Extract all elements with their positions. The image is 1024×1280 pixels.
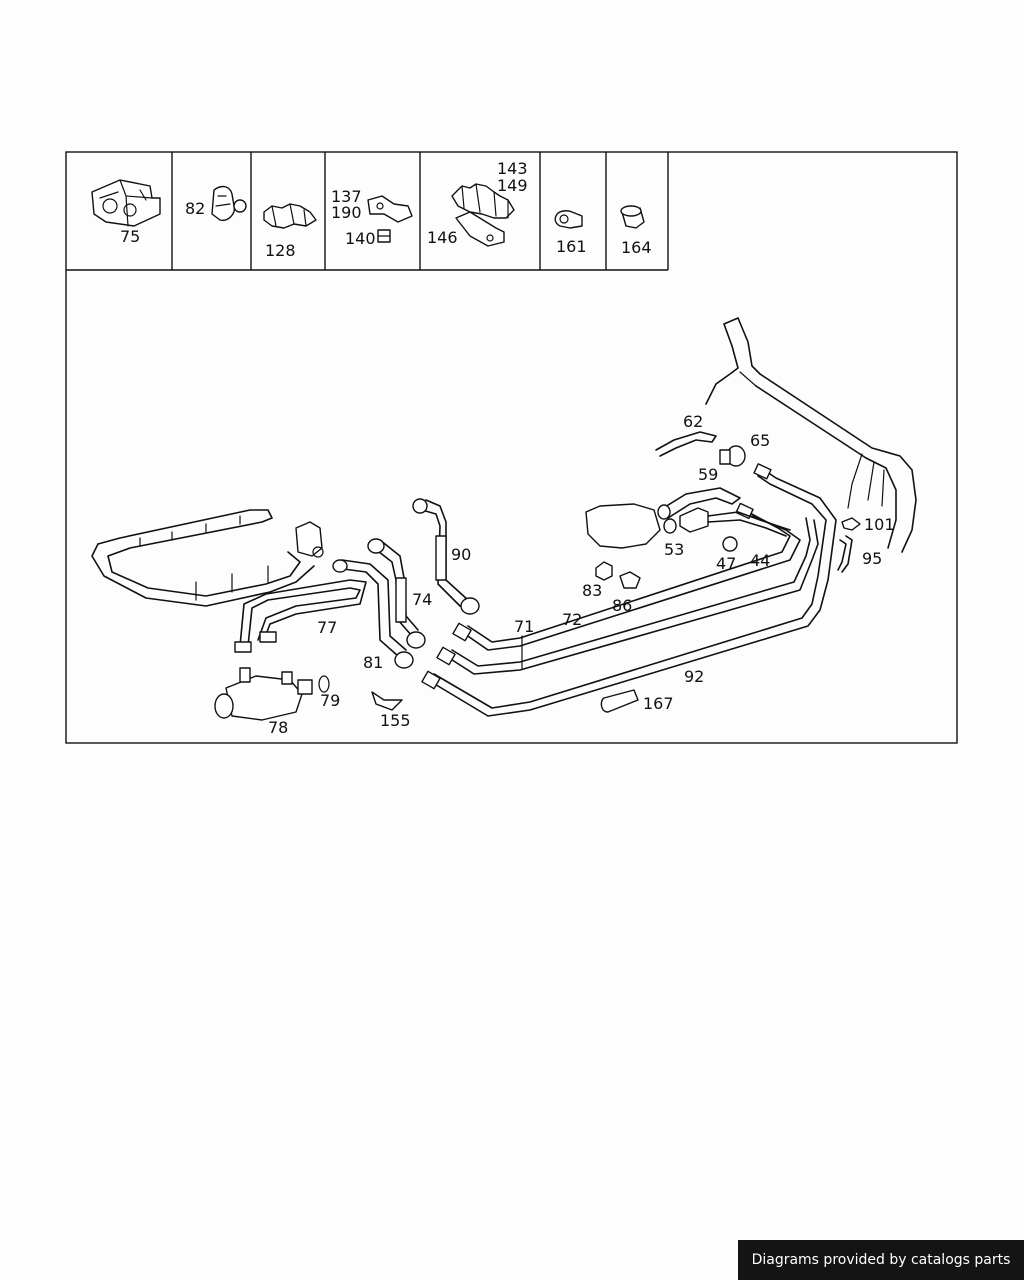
part-label-92: 92 bbox=[684, 667, 704, 686]
part-label-128: 128 bbox=[265, 241, 296, 260]
hose-95 bbox=[837, 535, 853, 573]
inset-parts-row bbox=[66, 152, 669, 271]
part-label-71: 71 bbox=[514, 617, 534, 636]
part-label-155: 155 bbox=[380, 711, 411, 730]
fuel-rail-loop bbox=[91, 509, 315, 607]
connector-101 bbox=[841, 517, 861, 531]
clip-143-149-drawing bbox=[451, 183, 515, 219]
part-label-59: 59 bbox=[698, 465, 718, 484]
credit-banner: Diagrams provided by catalogs parts bbox=[738, 1240, 1024, 1280]
part-label-167: 167 bbox=[643, 694, 674, 713]
accumulator-59 bbox=[585, 487, 741, 549]
fuel-line-81 bbox=[332, 559, 414, 669]
clip-128-drawing bbox=[263, 203, 317, 229]
part-label-101: 101 bbox=[864, 515, 895, 534]
bracket-137-190-drawing bbox=[367, 195, 413, 223]
fuel-lines-71-72 bbox=[436, 511, 819, 675]
bracket-155 bbox=[371, 691, 403, 711]
fuel-line-90 bbox=[412, 498, 480, 615]
part-label-90: 90 bbox=[451, 545, 471, 564]
part-label-137: 137 bbox=[331, 187, 362, 206]
part-label-78: 78 bbox=[268, 718, 288, 737]
part-label-146: 146 bbox=[427, 228, 458, 247]
part-label-164: 164 bbox=[621, 238, 652, 257]
fuel-pump-78 bbox=[214, 667, 313, 721]
part-label-82: 82 bbox=[185, 199, 205, 218]
grommet-47 bbox=[722, 536, 738, 552]
part-label-65: 65 bbox=[750, 431, 770, 450]
fuel-tank bbox=[705, 317, 917, 553]
part-label-74: 74 bbox=[412, 590, 432, 609]
hose-167 bbox=[600, 689, 639, 713]
part-label-95: 95 bbox=[862, 549, 882, 568]
part-label-53: 53 bbox=[664, 540, 684, 559]
part-label-161: 161 bbox=[556, 237, 587, 256]
part-label-72: 72 bbox=[562, 610, 582, 629]
fuel-line-77 bbox=[234, 579, 367, 653]
fuel-distributor bbox=[295, 521, 324, 558]
part-label-62: 62 bbox=[683, 412, 703, 431]
part-label-47: 47 bbox=[716, 554, 736, 573]
nut-140-drawing bbox=[377, 229, 391, 243]
part-label-149: 149 bbox=[497, 176, 528, 195]
part-label-75: 75 bbox=[120, 227, 140, 246]
hose-62 bbox=[655, 431, 717, 457]
part-label-83: 83 bbox=[582, 581, 602, 600]
part-label-77: 77 bbox=[317, 618, 337, 637]
part-label-44: 44 bbox=[750, 551, 770, 570]
bracket-146-drawing bbox=[455, 211, 505, 247]
part-label-140: 140 bbox=[345, 229, 376, 248]
part-label-81: 81 bbox=[363, 653, 383, 672]
clamp-block-75-drawing bbox=[91, 179, 161, 227]
clamp-86 bbox=[619, 571, 641, 589]
part-label-86: 86 bbox=[612, 596, 632, 615]
cap-164-drawing bbox=[620, 205, 645, 229]
clamp-83 bbox=[595, 561, 613, 581]
clamp-65 bbox=[719, 445, 746, 467]
diagram-frame bbox=[65, 151, 958, 744]
part-label-79: 79 bbox=[320, 691, 340, 710]
filter-44 bbox=[679, 507, 791, 537]
part-label-143: 143 bbox=[497, 159, 528, 178]
clip-82-drawing bbox=[211, 185, 247, 221]
fuel-line-74 bbox=[367, 538, 426, 649]
seal-ring-79 bbox=[318, 675, 330, 693]
clip-53 bbox=[663, 518, 677, 534]
part-label-190: 190 bbox=[331, 203, 362, 222]
fuel-line-92 bbox=[421, 463, 837, 717]
grommet-161-drawing bbox=[554, 210, 583, 229]
